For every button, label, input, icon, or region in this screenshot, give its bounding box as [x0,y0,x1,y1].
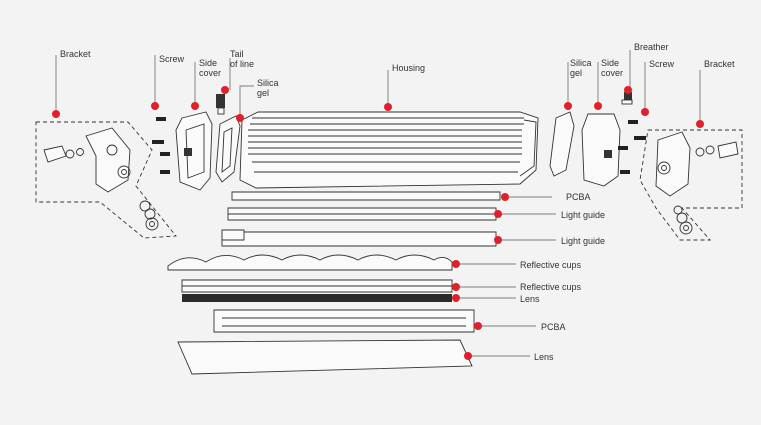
marker-bracket-right [696,120,704,128]
marker-screw-left [151,102,159,110]
marker-reflective-cups-2 [452,283,460,291]
tail-of-line-part [216,94,225,115]
marker-silica-gel-right [564,102,572,110]
light-guide-parts [221,207,497,247]
marker-side-cover-right [594,102,602,110]
label-silica-gel-left: Silica gel [257,78,279,98]
right-bracket-assembly [639,129,743,241]
left-side-cover [175,111,213,191]
callout-markers [52,86,704,360]
marker-light-guide-2 [494,236,502,244]
label-screw-left: Screw [159,54,185,64]
marker-pcba-top [501,193,509,201]
right-side-cover [581,113,621,187]
right-silica-gel [549,111,575,177]
pcba-strip-top [231,191,501,201]
leader-lines [55,50,701,357]
label-housing: Housing [392,63,426,73]
label-tail-of-line: Tail of line [230,49,255,69]
label-bracket-left: Bracket [60,49,91,59]
housing-part [239,111,539,189]
marker-breather [624,86,632,94]
label-light-guide-2: Light guide [561,236,606,246]
label-side-cover-left: Side cover [199,58,222,78]
marker-reflective-cups-1 [452,260,460,268]
left-bracket-assembly [35,121,177,239]
right-screws [618,120,646,174]
marker-housing [384,103,392,111]
marker-screw-right [641,108,649,116]
label-pcba-bottom: PCBA [541,322,566,332]
label-reflective-cups-1: Reflective cups [520,260,582,270]
label-breather: Breather [634,42,669,52]
label-pcba-top: PCBA [566,192,591,202]
label-lens-1: Lens [520,294,540,304]
marker-tail-of-line [221,86,229,94]
label-side-cover-right: Side cover [601,58,624,78]
label-silica-gel-right: Silica gel [570,58,592,78]
marker-light-guide-1 [494,210,502,218]
breather-part [621,92,633,105]
marker-silica-gel-left [236,114,244,122]
marker-bracket-left [52,110,60,118]
label-lens-2: Lens [534,352,554,362]
lens-bottom-part [177,339,473,375]
marker-pcba-bottom [474,322,482,330]
pcba-board-bottom [213,309,475,333]
label-light-guide-1: Light guide [561,210,606,220]
label-reflective-cups-2: Reflective cups [520,282,582,292]
left-silica-gel [215,115,241,183]
marker-lens-2 [464,352,472,360]
label-screw-right: Screw [649,59,675,69]
reflective-cups-parts [167,254,453,302]
marker-side-cover-left [191,102,199,110]
left-screws [152,117,170,174]
label-bracket-right: Bracket [704,59,735,69]
marker-lens-1 [452,294,460,302]
